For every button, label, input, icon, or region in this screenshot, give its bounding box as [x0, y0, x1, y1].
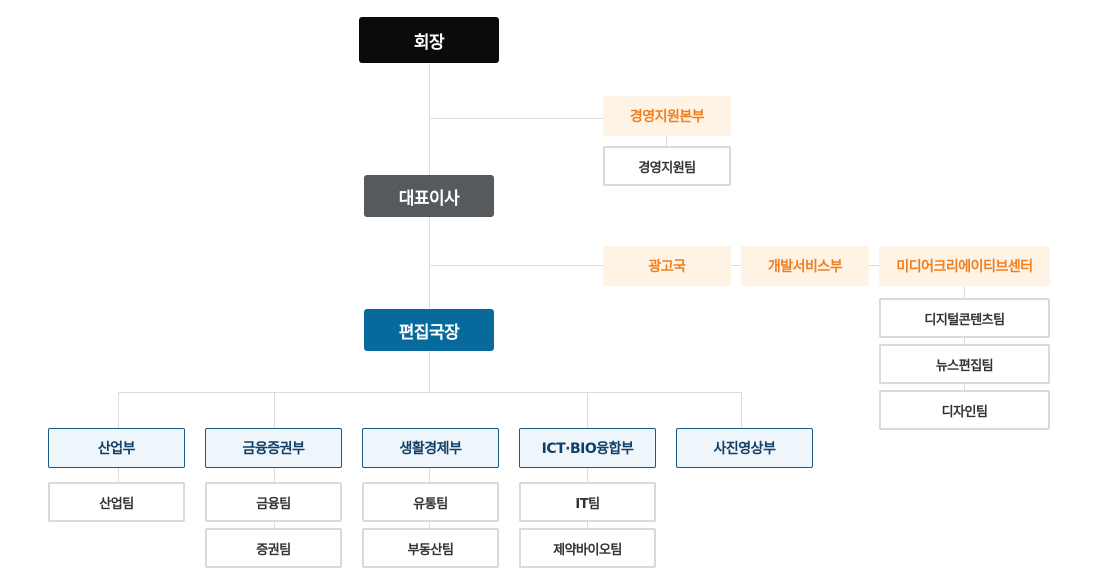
dept-drop-line-5 — [741, 392, 742, 429]
advertising-bureau-box[interactable]: 광고국 — [603, 246, 731, 286]
it-team-box[interactable]: IT팀 — [519, 482, 656, 522]
department-box-ict-bio[interactable]: ICT·BIO융합부 — [519, 428, 656, 468]
main-trunk-line — [429, 62, 430, 392]
department-box-photo-video[interactable]: 사진영상부 — [676, 428, 813, 468]
media-creative-center-box[interactable]: 미디어크리에이티브센터 — [879, 246, 1050, 286]
dept-drop-line-2 — [274, 392, 275, 429]
pharma-bio-team-box[interactable]: 제약바이오팀 — [519, 528, 656, 568]
media-center-team-line — [964, 285, 965, 391]
news-editing-team-box[interactable]: 뉴스편집팀 — [879, 344, 1050, 384]
dept-drop-line-3 — [587, 392, 588, 429]
retail-team-box[interactable]: 유통팀 — [362, 482, 499, 522]
dept-drop-line-1 — [118, 392, 119, 429]
chairman-box[interactable]: 회장 — [359, 17, 499, 63]
dept-team-line-1 — [118, 467, 119, 483]
department-box-industry[interactable]: 산업부 — [48, 428, 185, 468]
finance-team-box[interactable]: 금융팀 — [205, 482, 342, 522]
industry-team-box[interactable]: 산업팀 — [48, 482, 185, 522]
management-branch-line — [429, 118, 603, 119]
management-team-box[interactable]: 경영지원팀 — [603, 146, 731, 186]
design-team-box[interactable]: 디자인팀 — [879, 390, 1050, 430]
department-box-finance[interactable]: 금융증권부 — [205, 428, 342, 468]
management-division-box[interactable]: 경영지원본부 — [603, 96, 731, 136]
digital-content-team-box[interactable]: 디지털콘텐츠팀 — [879, 298, 1050, 338]
editor-in-chief-box[interactable]: 편집국장 — [364, 309, 494, 351]
bureau-branch-line — [429, 265, 603, 266]
department-bus-line — [118, 392, 741, 393]
department-box-living-economy[interactable]: 생활경제부 — [362, 428, 499, 468]
securities-team-box[interactable]: 증권팀 — [205, 528, 342, 568]
ceo-box[interactable]: 대표이사 — [364, 175, 494, 217]
bureau-link-line-2 — [869, 265, 879, 266]
bureau-link-line-1 — [731, 265, 741, 266]
dev-service-dept-box[interactable]: 개발서비스부 — [741, 246, 869, 286]
real-estate-team-box[interactable]: 부동산팀 — [362, 528, 499, 568]
management-to-team-line — [666, 135, 667, 147]
